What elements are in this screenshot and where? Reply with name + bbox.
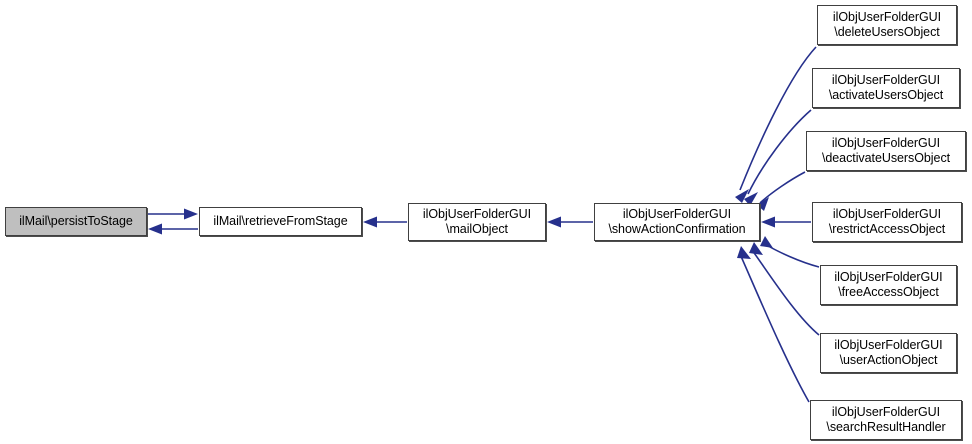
node-label-line2: \showActionConfirmation xyxy=(608,222,746,236)
arrowhead-show-restrict xyxy=(761,216,775,228)
node-delete-users-object[interactable]: ilObjUserFolderGUI \deleteUsersObject xyxy=(817,5,957,45)
node-label-line1: ilObjUserFolderGUI xyxy=(422,207,532,221)
node-label-line1: ilObjUserFolderGUI xyxy=(831,136,941,150)
arrowhead-left-mail xyxy=(547,216,561,228)
arrowhead-show-search xyxy=(737,246,751,259)
arrowhead-show-activate xyxy=(744,192,758,206)
node-label-line1: ilObjUserFolderGUI xyxy=(622,207,732,221)
node-activate-users-object[interactable]: ilObjUserFolderGUI \activateUsersObject xyxy=(812,68,960,108)
arrowhead-show-deactivate xyxy=(757,197,769,211)
node-label-line2: \restrictAccessObject xyxy=(828,222,946,236)
node-user-action-object[interactable]: ilObjUserFolderGUI \userActionObject xyxy=(820,333,957,373)
node-label-line2: \freeAccessObject xyxy=(838,285,939,299)
arrowhead-show-useraction xyxy=(749,242,763,255)
node-deactivate-users-object[interactable]: ilObjUserFolderGUI \deactivateUsersObjec… xyxy=(806,131,966,171)
node-label-line1: ilObjUserFolderGUI xyxy=(834,270,943,284)
node-label-line1: ilObjUserFolderGUI xyxy=(831,73,941,87)
node-label-line2: \mailObject xyxy=(446,222,508,236)
node-mail-object[interactable]: ilObjUserFolderGUI \mailObject xyxy=(408,203,546,241)
node-label-line2: \userActionObject xyxy=(839,353,938,367)
node-label-line2: \deactivateUsersObject xyxy=(821,151,951,165)
arrowhead-show-free xyxy=(760,236,773,248)
node-label-line2: \activateUsersObject xyxy=(828,88,944,102)
node-restrict-access-object[interactable]: ilObjUserFolderGUI \restrictAccessObject xyxy=(812,202,962,242)
node-label-line1: ilMail\persistToStage xyxy=(19,214,133,228)
edge-search-to-show xyxy=(739,253,810,403)
node-label-line2: \searchResultHandler xyxy=(826,420,946,434)
arrowhead-show-delete xyxy=(735,189,749,203)
arrowhead-right-retrieve xyxy=(184,208,198,220)
node-label-line2: \deleteUsersObject xyxy=(834,25,940,39)
arrowhead-left-retrieve xyxy=(363,216,377,228)
node-label-line1: ilObjUserFolderGUI xyxy=(832,10,942,24)
edge-useraction-to-show xyxy=(751,249,820,336)
node-search-result-handler[interactable]: ilObjUserFolderGUI \searchResultHandler xyxy=(810,400,962,440)
node-label-line1: ilMail\retrieveFromStage xyxy=(213,214,348,228)
node-retrieve-from-stage[interactable]: ilMail\retrieveFromStage xyxy=(199,207,362,236)
node-label-line1: ilObjUserFolderGUI xyxy=(832,207,942,221)
edge-activate-to-show xyxy=(747,109,812,195)
node-show-action-confirmation[interactable]: ilObjUserFolderGUI \showActionConfirmati… xyxy=(594,203,760,241)
node-persist-to-stage[interactable]: ilMail\persistToStage xyxy=(5,207,147,236)
edge-deactivate-to-show xyxy=(759,171,806,204)
node-label-line1: ilObjUserFolderGUI xyxy=(834,338,943,352)
node-free-access-object[interactable]: ilObjUserFolderGUI \freeAccessObject xyxy=(820,265,957,305)
edge-delete-to-show xyxy=(739,46,817,191)
node-label-line1: ilObjUserFolderGUI xyxy=(831,405,941,419)
arrowhead-left-persist xyxy=(148,223,162,235)
